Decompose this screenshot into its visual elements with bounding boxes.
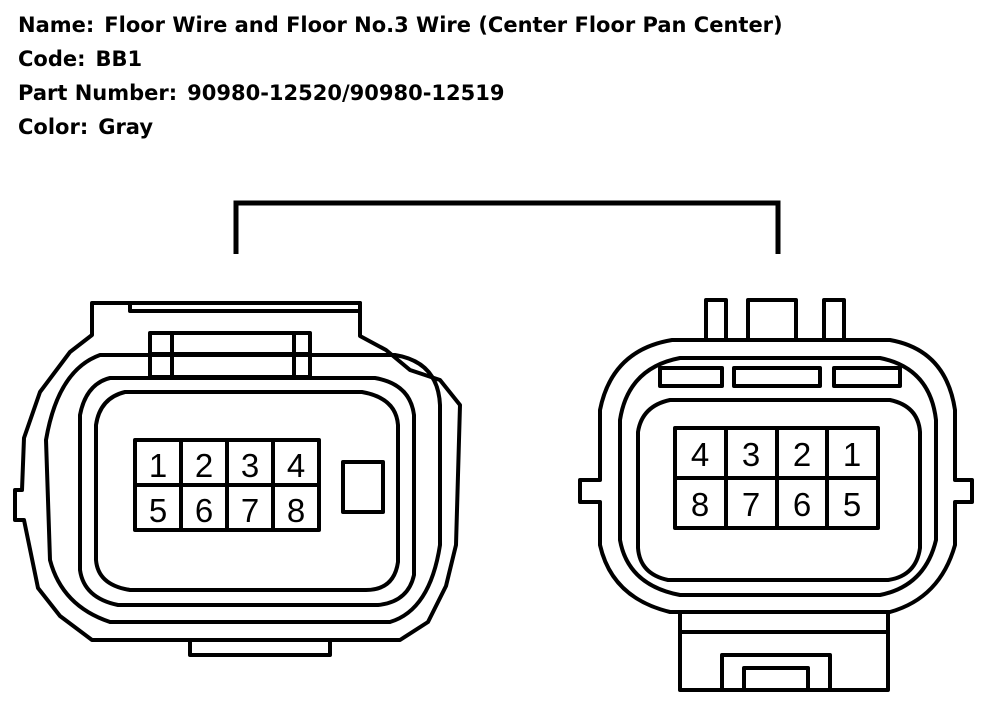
left-pin-number: 1 xyxy=(149,447,167,484)
right-pin-number: 4 xyxy=(691,436,709,473)
color-row: Color: Gray xyxy=(18,110,783,144)
right-bottom-shroud xyxy=(678,612,890,692)
right-top-post xyxy=(822,298,846,342)
right-top-slot xyxy=(732,366,822,388)
left-connector xyxy=(13,301,462,657)
right-pin-labels: 4 3 2 1 8 7 6 5 xyxy=(691,436,861,523)
right-pin-number: 2 xyxy=(793,436,811,473)
code-row: Code: BB1 xyxy=(18,42,783,76)
part-number-value: 90980-12520/90980-12519 xyxy=(187,81,505,105)
left-side-key xyxy=(341,460,385,514)
part-number-row: Part Number: 90980-12520/90980-12519 xyxy=(18,76,783,110)
left-bottom-tab xyxy=(188,640,332,657)
right-top-slot xyxy=(832,366,902,388)
right-bottom-tab xyxy=(720,653,832,692)
left-outer-housing xyxy=(13,301,462,642)
connector-info: Name: Floor Wire and Floor No.3 Wire (Cen… xyxy=(18,8,783,144)
left-latch-strip xyxy=(128,301,362,313)
color-value: Gray xyxy=(98,115,154,139)
name-row: Name: Floor Wire and Floor No.3 Wire (Cen… xyxy=(18,8,783,42)
right-pin-number: 3 xyxy=(742,436,760,473)
left-cavity-outer xyxy=(78,376,416,607)
right-pin-number: 7 xyxy=(742,486,760,523)
right-top-post xyxy=(746,298,798,342)
left-pin-number: 5 xyxy=(149,492,167,529)
right-cavity xyxy=(636,398,922,582)
code-value: BB1 xyxy=(95,47,143,71)
mating-bracket xyxy=(233,200,781,254)
left-cavity-inner xyxy=(94,390,400,592)
name-value: Floor Wire and Floor No.3 Wire (Center F… xyxy=(104,13,783,37)
right-pin-number: 1 xyxy=(843,436,861,473)
left-pin-number: 8 xyxy=(287,492,305,529)
left-inner-wall xyxy=(44,353,442,624)
left-pin-number: 6 xyxy=(195,492,213,529)
left-pin-number: 4 xyxy=(287,447,305,484)
left-pin-number: 2 xyxy=(195,447,213,484)
right-inner-wall xyxy=(618,356,938,597)
left-pin-number: 7 xyxy=(241,492,259,529)
left-pin-labels: 1 2 3 4 5 6 7 8 xyxy=(149,447,305,529)
part-number-label: Part Number: xyxy=(18,81,178,105)
right-connector xyxy=(578,298,974,692)
right-pin-number: 6 xyxy=(793,486,811,523)
right-bottom-tab-inner xyxy=(742,666,810,692)
color-label: Color: xyxy=(18,115,89,139)
code-label: Code: xyxy=(18,47,86,71)
right-pin-number: 8 xyxy=(691,486,709,523)
right-top-post xyxy=(704,298,728,342)
right-pin-number: 5 xyxy=(843,486,861,523)
name-label: Name: xyxy=(18,13,95,37)
right-top-slot xyxy=(658,366,724,388)
left-pin-number: 3 xyxy=(241,447,259,484)
